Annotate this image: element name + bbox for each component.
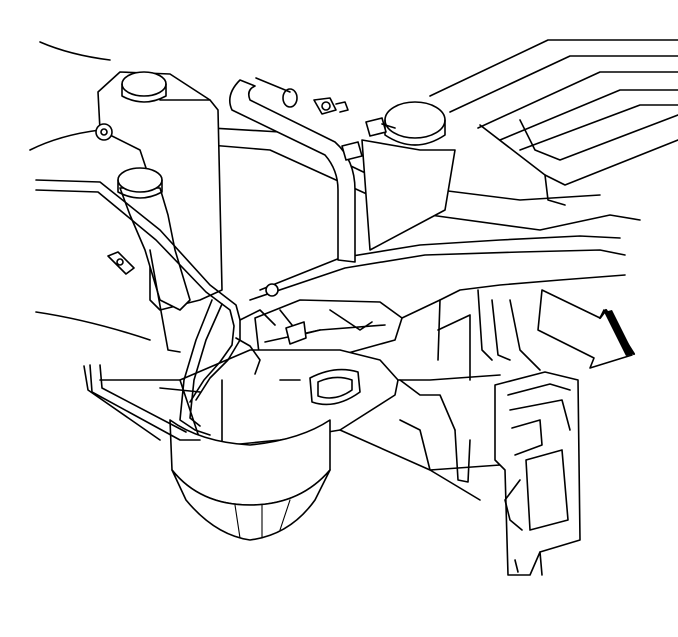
washer-fluid-reservoir [107,167,191,353]
radiator-hose [229,77,356,263]
radiator-support [429,39,678,206]
radiator-cap [341,101,456,251]
direction-arrow [537,289,636,369]
front-bracket [494,371,581,576]
lower-housing [179,349,501,471]
crossmember-detail [397,289,541,501]
fuel-lines [35,179,261,441]
oil-filter [169,419,331,541]
